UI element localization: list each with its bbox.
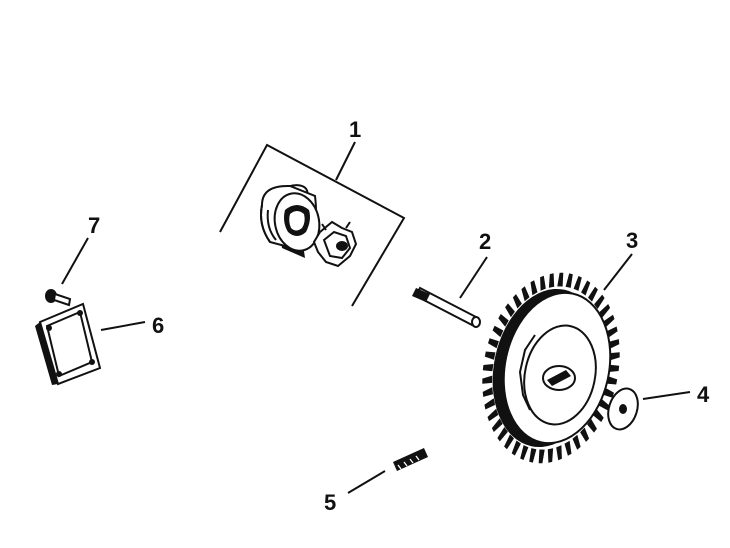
gear-tooth	[521, 286, 530, 302]
gear-tooth	[482, 375, 493, 384]
gear-tooth	[556, 445, 562, 461]
part-1-leader-line	[335, 141, 356, 181]
gear-tooth	[593, 409, 604, 422]
gear-tooth	[606, 376, 618, 385]
part-3-leader-line	[603, 253, 633, 291]
gear-tooth	[548, 273, 555, 288]
gear-tooth	[565, 273, 573, 288]
callout-label-7: 7	[88, 213, 100, 238]
gear-tooth	[547, 448, 554, 463]
callout-label-6: 6	[152, 313, 164, 338]
gear-tooth	[492, 325, 504, 338]
gear-tooth	[564, 440, 572, 456]
part-3-drive-gear	[482, 253, 633, 464]
gear-teeth	[482, 272, 620, 464]
gear-tooth	[482, 364, 494, 372]
inner-rotor	[312, 220, 358, 268]
part-7-screw	[45, 237, 89, 307]
gear-tooth	[580, 427, 590, 442]
gear-tooth	[530, 280, 538, 296]
gear-tooth	[497, 427, 508, 442]
gear-tooth	[572, 434, 581, 450]
gear-tooth	[540, 275, 546, 291]
gear-tooth	[484, 351, 496, 360]
gear-tooth	[484, 398, 496, 410]
gear-tooth	[491, 418, 503, 432]
callout-label-5: 5	[324, 490, 336, 515]
callout-label-1: 1	[349, 117, 361, 142]
gear-tooth	[529, 448, 537, 463]
gear-tooth	[606, 326, 618, 338]
gear-tooth	[487, 408, 499, 422]
part-2-shaft-pin	[412, 256, 488, 328]
callout-label-3: 3	[626, 228, 638, 253]
part-6-leader-line	[100, 321, 146, 331]
gear-tooth	[609, 339, 620, 349]
part-6-cover-plate	[35, 302, 146, 386]
gear-tooth	[587, 418, 597, 433]
gear-tooth	[520, 445, 529, 460]
gear-tooth	[557, 272, 564, 287]
gear-tooth	[498, 314, 509, 327]
part-7-leader-line	[61, 237, 89, 285]
part-5-dowel-pin	[347, 448, 428, 494]
part-4-leader-line	[642, 391, 691, 400]
callout-label-2: 2	[479, 229, 491, 254]
gear-tooth	[581, 280, 591, 296]
part-2-leader-line	[459, 256, 488, 299]
gear-tooth	[588, 286, 598, 302]
gear-tooth	[488, 338, 499, 349]
gear-tooth	[504, 434, 514, 450]
gear-tooth	[511, 440, 521, 456]
gear-hub	[542, 365, 576, 391]
gear-tooth	[609, 352, 620, 361]
part-5-leader-line	[347, 470, 386, 494]
part-1-rotor-set	[219, 141, 406, 307]
gear-tooth	[505, 303, 515, 318]
gear-tooth	[599, 304, 611, 318]
callout-label-4: 4	[697, 382, 710, 407]
gear-tooth	[608, 364, 620, 372]
gear-tooth	[573, 276, 582, 291]
gear-tooth	[538, 449, 545, 464]
gear-tooth	[603, 314, 615, 328]
gear-tooth	[482, 387, 493, 397]
part-4-washer	[607, 387, 691, 431]
outer-rotor	[260, 184, 321, 258]
gear-tooth	[512, 294, 522, 309]
part-1-bracket	[219, 143, 406, 307]
gear-tooth	[594, 294, 605, 309]
